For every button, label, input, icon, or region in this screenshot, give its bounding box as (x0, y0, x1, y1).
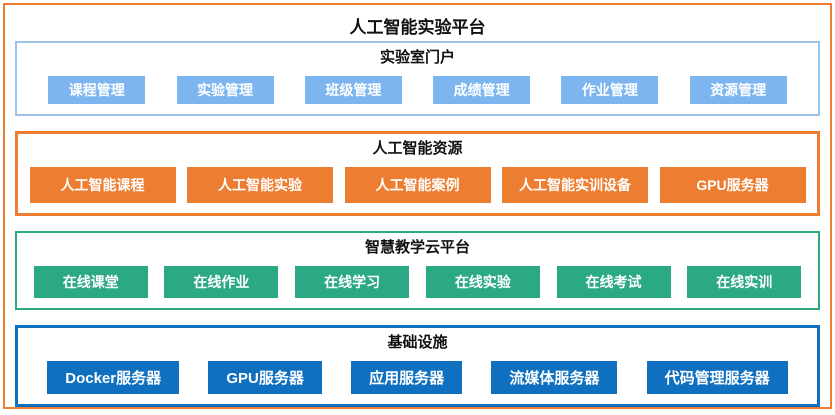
section-row-smart-teaching-cloud: 在线课堂在线作业在线学习在线实验在线考试在线实训 (17, 266, 818, 308)
diagram-box: 在线考试 (556, 266, 671, 298)
page-title: 人工智能实验平台 (349, 18, 486, 37)
section-row-infrastructure: Docker服务器 GPU服务器应用服务器流媒体服务器代码管理服务器 (18, 361, 817, 404)
section-smart-teaching-cloud: 智慧教学云平台在线课堂在线作业在线学习在线实验在线考试在线实训 (15, 231, 820, 310)
diagram-box: 实验管理 (176, 76, 274, 104)
diagram-box: 流媒体服务器 (491, 361, 618, 394)
diagram-box: 在线课堂 (33, 266, 148, 298)
diagram-box: 在线作业 (164, 266, 279, 298)
diagram-box: 课程管理 (48, 76, 146, 104)
sections-container: 实验室门户课程管理 实验管理 班级管理 成绩管理 作业管理 资源管理人工智能资源人工智能课… (5, 41, 830, 407)
section-row-ai-resources: 人工智能课程人工智能实验人工智能案例人工智能实训设备 GPU服务器 (18, 167, 817, 213)
diagram-box: 人工智能案例 (344, 167, 491, 203)
diagram-box: 资源管理 (689, 76, 787, 104)
section-lab-portal: 实验室门户课程管理 实验管理 班级管理 成绩管理 作业管理 资源管理 (15, 41, 820, 116)
section-infrastructure: 基础设施 Docker服务器 GPU服务器应用服务器流媒体服务器代码管理服务器 (15, 325, 820, 407)
section-title-infrastructure: 基础设施 (387, 334, 448, 351)
diagram-box: 代码管理服务器 (646, 361, 788, 394)
section-title-lab-portal: 实验室门户 (379, 49, 455, 66)
section-title-ai-resources: 人工智能资源 (372, 140, 463, 157)
diagram-box: GPU服务器 (208, 361, 322, 394)
diagram-box: 人工智能实训设备 (502, 167, 648, 203)
diagram-box: 在线实训 (687, 266, 802, 298)
diagram-box: 应用服务器 (351, 361, 463, 394)
diagram-box: 作业管理 (561, 76, 659, 104)
diagram-box: Docker服务器 (47, 361, 180, 394)
diagram-box: GPU服务器 (659, 167, 806, 203)
diagram-box: 人工智能课程 (29, 167, 176, 203)
section-row-lab-portal: 课程管理 实验管理 班级管理 成绩管理 作业管理 资源管理 (17, 76, 818, 114)
diagram-box: 人工智能实验 (187, 167, 333, 203)
diagram-box: 成绩管理 (433, 76, 531, 104)
platform-diagram: 人工智能实验平台 实验室门户课程管理 实验管理 班级管理 成绩管理 作业管理 资源管理人工… (3, 3, 832, 409)
diagram-box: 班级管理 (304, 76, 402, 104)
section-title-smart-teaching-cloud: 智慧教学云平台 (364, 239, 470, 256)
section-ai-resources: 人工智能资源人工智能课程人工智能实验人工智能案例人工智能实训设备 GPU服务器 (15, 131, 820, 216)
diagram-box: 在线实验 (425, 266, 540, 298)
diagram-box: 在线学习 (295, 266, 410, 298)
